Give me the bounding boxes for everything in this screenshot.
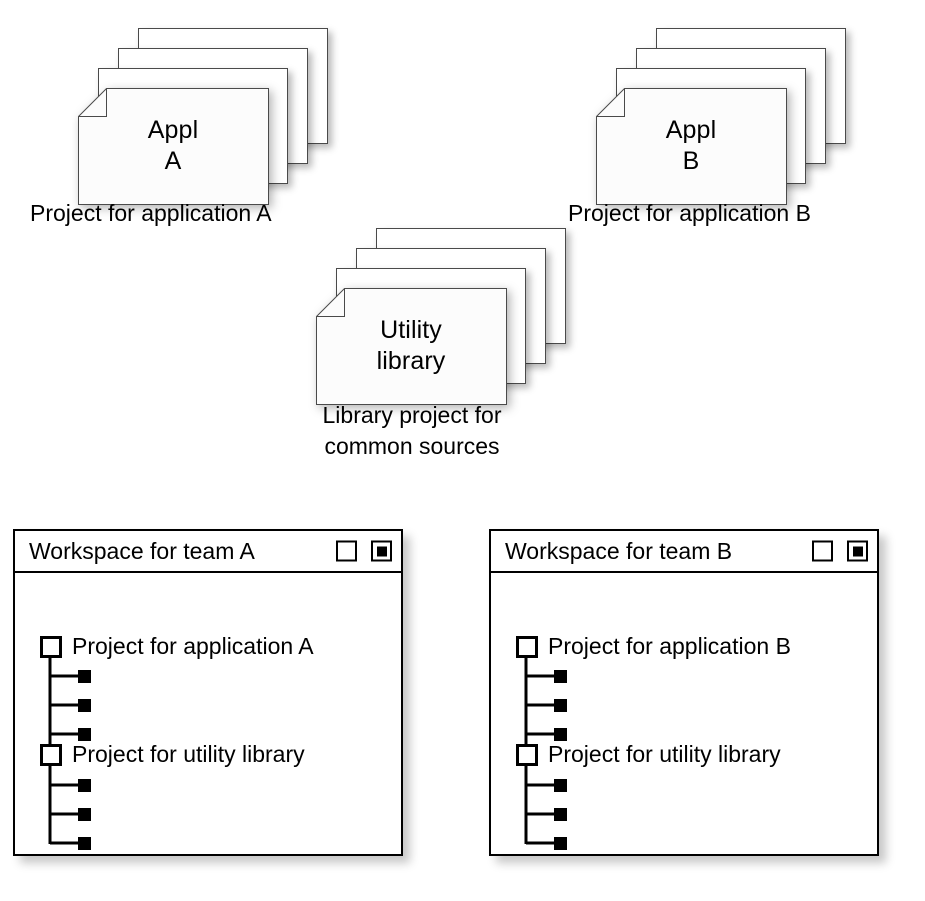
- tree-node-label-project-utility-library[interactable]: Project for utility library: [548, 741, 781, 767]
- project-stack-application-b: Appl B: [596, 28, 846, 205]
- window-body: Project for application A Project for ut…: [15, 573, 401, 854]
- tree-node-label-project-application[interactable]: Project for application B: [548, 633, 791, 659]
- project-stack-utility-library: Utility library: [316, 228, 566, 405]
- project-stack-application-a: Appl A: [78, 28, 328, 205]
- caption-project-application-b: Project for application B: [568, 200, 811, 226]
- project-tree[interactable]: Project for application A Project for ut…: [40, 597, 314, 852]
- workspace-window-team-a[interactable]: Workspace for team A: [13, 529, 403, 856]
- window-titlebar[interactable]: Workspace for team B: [491, 531, 877, 573]
- tree-node-label-project-application[interactable]: Project for application A: [72, 633, 314, 659]
- tree-node-label-project-utility-library[interactable]: Project for utility library: [72, 741, 305, 767]
- window-title: Workspace for team A: [29, 537, 255, 564]
- document-sheet-front: [316, 288, 507, 405]
- window-body: Project for application B Project for ut…: [491, 573, 877, 854]
- restore-icon[interactable]: [371, 540, 392, 562]
- workspace-window-team-b[interactable]: Workspace for team B: [489, 529, 879, 856]
- window-title: Workspace for team B: [505, 537, 733, 564]
- caption-library-project-line1: Library project for: [322, 402, 502, 428]
- document-sheet-front: [596, 88, 787, 205]
- window-titlebar[interactable]: Workspace for team A: [15, 531, 401, 573]
- caption-project-application-a: Project for application A: [30, 200, 272, 226]
- maximize-icon[interactable]: [812, 540, 833, 562]
- maximize-icon[interactable]: [336, 540, 357, 562]
- restore-icon[interactable]: [847, 540, 868, 562]
- window-buttons: [812, 540, 868, 562]
- window-buttons: [336, 540, 392, 562]
- caption-library-project-line2: common sources: [324, 433, 500, 459]
- project-tree[interactable]: Project for application B Project for ut…: [516, 597, 791, 852]
- document-sheet-front: [78, 88, 269, 205]
